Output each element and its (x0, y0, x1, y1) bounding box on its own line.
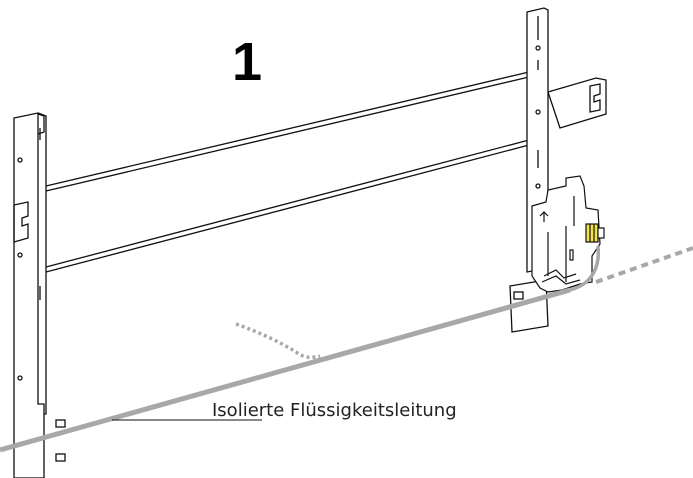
hook-bracket-icon (13, 201, 29, 243)
lower-rail-lower-edge (45, 144, 530, 273)
lower-rail (45, 139, 530, 268)
horizontal-rails (45, 71, 530, 273)
callout: Isolierte Flüssigkeitsleitung (112, 400, 457, 421)
step-number: 1 (232, 32, 262, 92)
valve-assembly (531, 175, 605, 293)
dashed-pipe-right (595, 246, 693, 284)
pipe-bend (569, 245, 601, 292)
left-vertical-bracket (13, 112, 66, 478)
callout-label: Isolierte Flüssigkeitsleitung (212, 400, 457, 421)
right-back-bracket (547, 77, 607, 129)
pipe-connector-icon (585, 223, 599, 243)
upper-rail-lower-edge (45, 76, 530, 192)
insulated-liquid-line (0, 287, 571, 453)
right-bottom-plate (509, 279, 549, 333)
dotted-pipe-behind (235, 322, 321, 360)
upper-rail (45, 71, 530, 187)
